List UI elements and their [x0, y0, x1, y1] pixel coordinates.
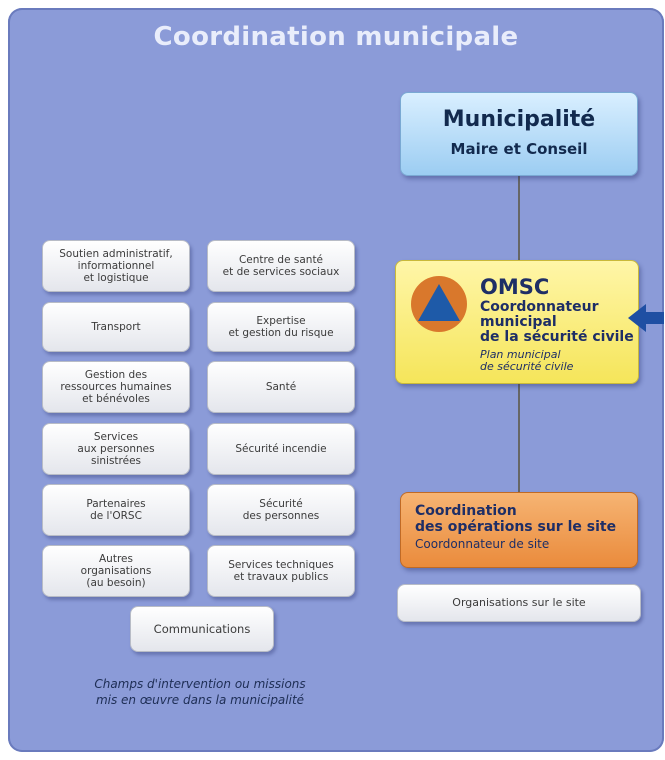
mission-box-right-2: Expertise et gestion du risque — [207, 302, 355, 352]
mission-label: Autres organisations (au besoin) — [80, 553, 152, 589]
mission-label: Services aux personnes sinistrées — [77, 431, 155, 467]
mission-box-left-2: Transport — [42, 302, 190, 352]
mission-label: Transport — [91, 321, 141, 333]
omsc-heading: OMSC — [480, 275, 550, 299]
civil-protection-logo-icon — [411, 276, 467, 332]
mission-box-right-5: Sécurité des personnes — [207, 484, 355, 536]
mission-label: Sécurité des personnes — [242, 498, 320, 522]
mission-box-left-6: Autres organisations (au besoin) — [42, 545, 190, 597]
omsc-role: Coordonnateur municipal de la sécurité c… — [480, 299, 634, 345]
mission-box-right-3: Santé — [207, 361, 355, 413]
diagram-caption: Champs d'intervention ou missions mis en… — [94, 677, 306, 707]
communications-box: Communications — [130, 606, 274, 652]
site-organisations-box: Organisations sur le site — [397, 584, 641, 622]
site-organisations-label: Organisations sur le site — [452, 596, 586, 609]
mission-label: Expertise et gestion du risque — [228, 315, 334, 339]
omsc-box: OMSC Coordonnateur municipal de la sécur… — [395, 260, 639, 384]
mission-box-left-4: Services aux personnes sinistrées — [42, 423, 190, 475]
municipalite-box: Municipalité Maire et Conseil — [400, 92, 638, 176]
coordination-heading: Coordination des opérations sur le site — [415, 503, 617, 535]
mission-label: Soutien administratif, informationnel et… — [59, 248, 173, 284]
connector-omsc-coord — [518, 384, 520, 492]
mission-box-left-5: Partenaires de l'ORSC — [42, 484, 190, 536]
mission-box-right-6: Services techniques et travaux publics — [207, 545, 355, 597]
mission-box-right-1: Centre de santé et de services sociaux — [207, 240, 355, 292]
mission-box-right-4: Sécurité incendie — [207, 423, 355, 475]
connector-muni-omsc — [518, 176, 520, 260]
mission-label: Gestion des ressources humaines et bénév… — [60, 369, 172, 405]
coordination-subheading: Coordonnateur de site — [415, 537, 550, 551]
mission-label: Services techniques et travaux publics — [228, 559, 334, 583]
coordination-box: Coordination des opérations sur le site … — [400, 492, 638, 568]
mission-label: Partenaires de l'ORSC — [86, 498, 146, 522]
mission-box-left-1: Soutien administratif, informationnel et… — [42, 240, 190, 292]
mission-label: Sécurité incendie — [235, 443, 327, 455]
diagram-title: Coordination municipale — [153, 22, 519, 52]
municipalite-subheading: Maire et Conseil — [450, 140, 588, 158]
mission-label: Santé — [265, 381, 297, 393]
arrow-left-icon — [628, 304, 664, 332]
communications-label: Communications — [153, 622, 251, 636]
municipalite-heading: Municipalité — [442, 107, 596, 132]
mission-box-left-3: Gestion des ressources humaines et bénév… — [42, 361, 190, 413]
mission-label: Centre de santé et de services sociaux — [222, 254, 340, 278]
omsc-plan: Plan municipal de sécurité civile — [480, 348, 574, 373]
